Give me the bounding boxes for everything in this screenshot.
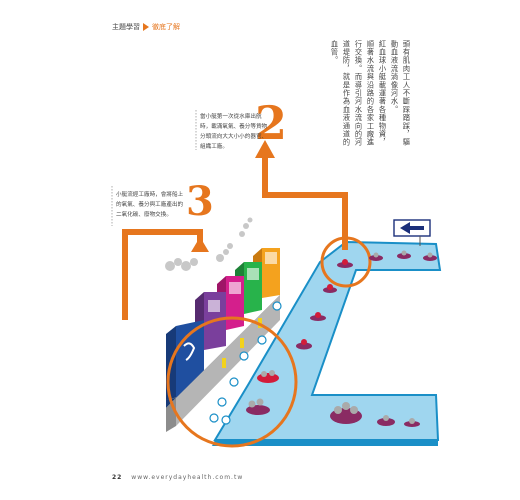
triangle-arrow-icon: [143, 23, 149, 31]
step-3-caption-line: 小艇流經工廠時，會將船上: [116, 192, 184, 198]
boat: [423, 252, 437, 261]
river-surface: [213, 240, 442, 441]
intro-line-1: 頭有肌肉工人不斷踩踏踩，驅: [402, 40, 412, 147]
boat: [377, 415, 395, 426]
page-footer: 22 www.everydayhealth.com.tw: [112, 474, 243, 481]
cargo-bubbles: [209, 301, 282, 425]
step-2-caption-line: 當小艇第一次從水庫出航: [200, 114, 262, 120]
step-2-caption: 當小艇第一次從水庫出航 時，載滿氧氣、養分等貨物 分頭流向大大小小的器官、 組織…: [200, 112, 267, 152]
boat: [323, 284, 337, 293]
intro-line-7: 血管。: [330, 40, 340, 65]
boat: [310, 312, 326, 321]
highlight-circle-reservoir: [320, 236, 372, 288]
step-2-number: 2: [255, 96, 288, 150]
section-title: 徹底了解: [152, 23, 180, 31]
blood-river: [212, 240, 442, 446]
boat: [330, 402, 362, 424]
boat: [397, 250, 411, 259]
highlight-circle-exchange: [166, 316, 298, 448]
left-arrow-icon: [400, 222, 424, 234]
river-bank-edge: [212, 440, 438, 446]
boat: [246, 398, 270, 415]
page-header: 主題學習 徹底了解: [112, 22, 180, 32]
window: [240, 338, 244, 348]
window: [222, 358, 226, 368]
footer-url: www.everydayhealth.com.tw: [131, 474, 244, 481]
direction-sign: [393, 219, 431, 246]
arrow-to-step-2: [262, 158, 348, 250]
arrow-up-icon: [255, 140, 275, 158]
boat: [257, 370, 279, 383]
step-3-number: 3: [186, 178, 214, 225]
boat: [337, 259, 353, 268]
step-2-caption-line: 分頭流向大大小小的器官、: [200, 134, 268, 140]
arrow-up-icon: [191, 237, 209, 252]
boat: [369, 252, 383, 261]
factory-smoke: [165, 217, 253, 271]
intro-line-4: 順著水流與沿路的各家工廠進: [366, 40, 376, 147]
step-3-caption-line: 的氧氣、養分與工廠產出的: [116, 202, 184, 208]
step-2-caption-line: 時，載滿氧氣、養分等貨物: [200, 124, 268, 130]
blood-cell-boats: [246, 250, 437, 427]
intro-line-6: 道堤防，就是作為血液通道的: [342, 40, 352, 147]
column-title: 主題學習: [112, 23, 140, 31]
page-number: 22: [112, 474, 123, 481]
intro-line-3: 紅血球小艇載運著各種物資，: [378, 40, 388, 147]
step-3-caption-line: 二氧化碳、廢物交換。: [116, 212, 172, 218]
step-2-caption-line: 組織工廠。: [200, 144, 228, 150]
intro-line-2: 動血液流淌像河水。: [390, 40, 400, 114]
step-3-caption: 小艇流經工廠時，會將船上 的氧氣、養分與工廠產出的 二氧化碳、廢物交換。: [116, 190, 183, 220]
boat: [296, 339, 312, 350]
intro-line-5: 行交換。而導引河水流向的河: [354, 40, 364, 147]
arrow-from-factory: [122, 229, 203, 320]
organ-factories: [166, 248, 280, 432]
boat: [404, 418, 420, 427]
